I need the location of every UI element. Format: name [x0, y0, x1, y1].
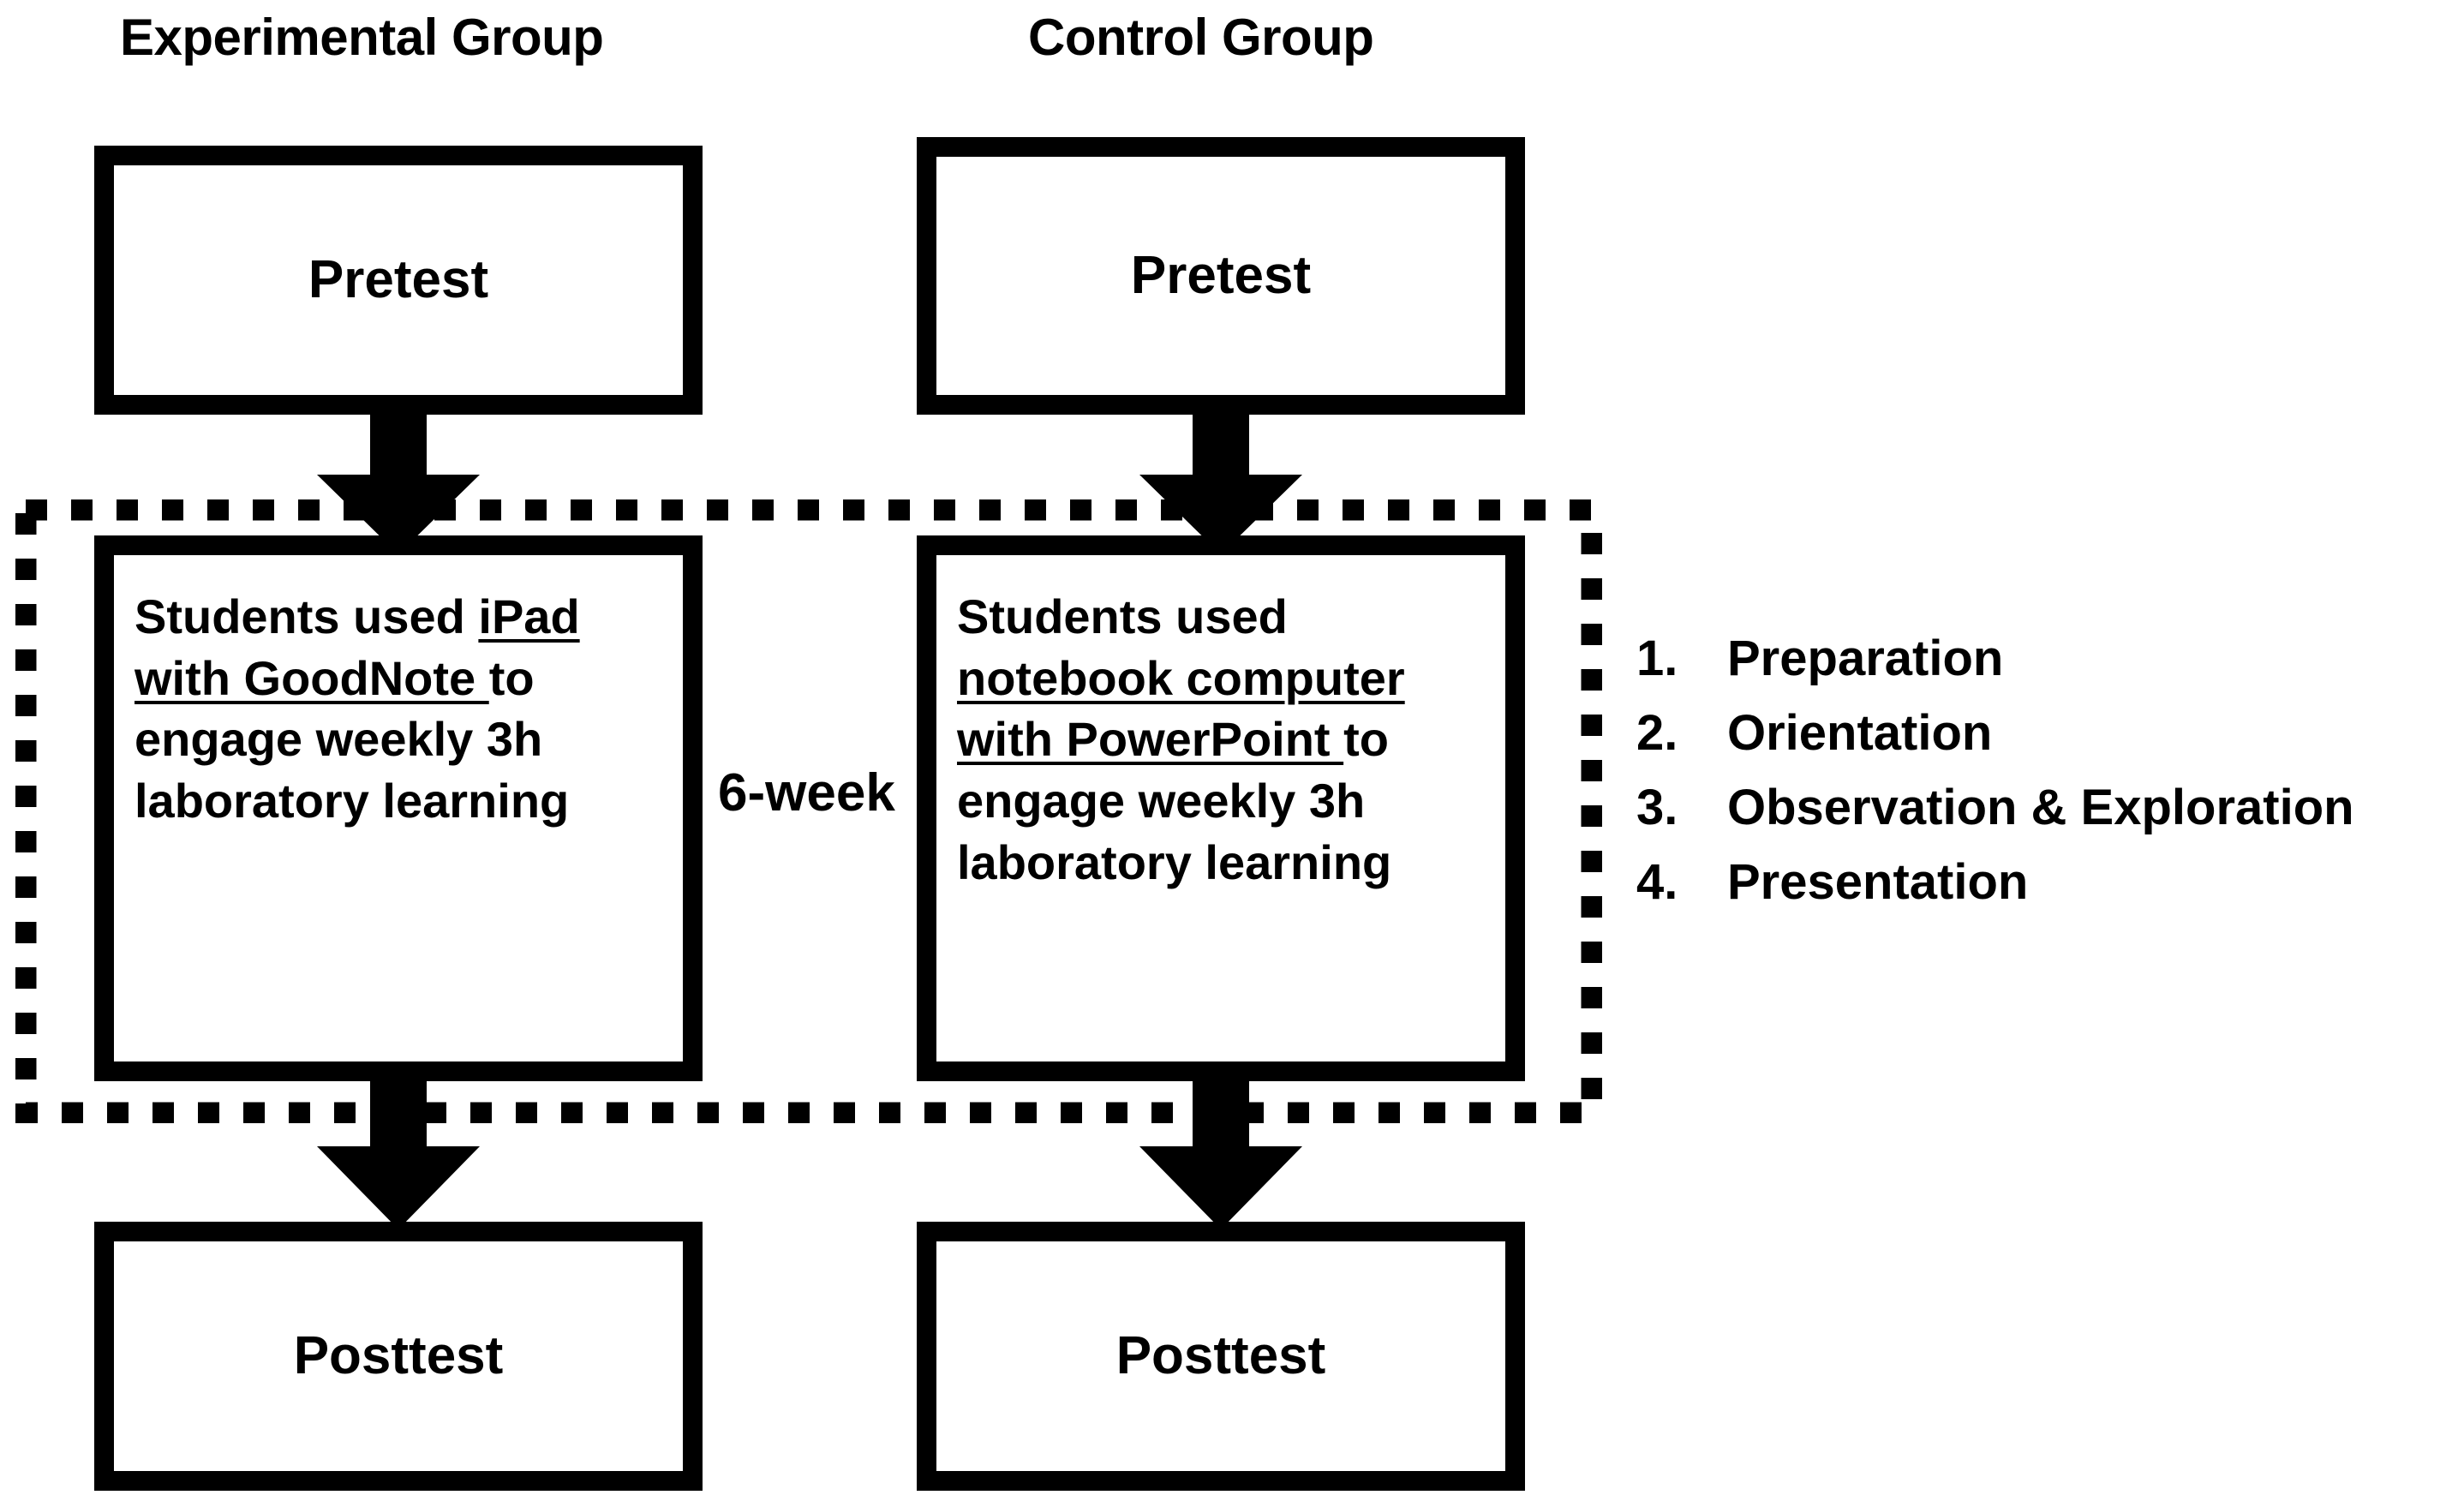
- down-arrow-icon-experimental-treatment-to-posttest: [317, 1062, 480, 1229]
- phase-label-1: Preparation: [1727, 631, 2004, 686]
- treatment-box-control: Students used notebook computer with Pow…: [917, 535, 1525, 1081]
- down-arrow-icon-control-pretest-to-treatment: [1139, 396, 1302, 554]
- pretest-box-control: Pretest: [917, 137, 1525, 415]
- phase-label-4: Presentation: [1727, 854, 2029, 910]
- phase-number-4: 4.: [1636, 854, 1678, 910]
- treatment-ctl-line1-plain: Students used: [957, 589, 1288, 643]
- list-item: 2. Orientation: [1636, 709, 2442, 758]
- phase-number-3: 3.: [1636, 780, 1678, 835]
- treatment-ctl-line3-plain: to: [1343, 712, 1389, 767]
- posttest-label-experimental: Posttest: [293, 1326, 504, 1386]
- phase-label-2: Orientation: [1727, 705, 1993, 761]
- down-arrow-icon-experimental-pretest-to-treatment: [317, 396, 480, 554]
- treatment-ctl-line3-underlined: with PowerPoint: [957, 712, 1344, 767]
- treatment-box-experimental: Students used iPad with GoodNote to enga…: [94, 535, 703, 1081]
- posttest-box-experimental: Posttest: [94, 1222, 703, 1491]
- dashed-boundary-icon: [15, 499, 1602, 1123]
- duration-label: 6-week: [718, 763, 895, 822]
- treatment-ctl-line5: laboratory learning: [957, 834, 1392, 889]
- posttest-label-control: Posttest: [1115, 1326, 1326, 1386]
- phase-label-3: Observation & Exploration: [1727, 780, 2354, 835]
- pretest-label-experimental: Pretest: [308, 250, 489, 310]
- posttest-box-control: Posttest: [917, 1222, 1525, 1491]
- treatment-text-control: Students used notebook computer with Pow…: [957, 586, 1485, 893]
- treatment-ctl-line2-underlined: notebook computer: [957, 650, 1405, 705]
- treatment-exp-line4: laboratory learning: [135, 774, 570, 828]
- list-item: 1. Preparation: [1636, 634, 2442, 684]
- column-title-control: Control Group: [1028, 9, 1374, 66]
- treatment-exp-line2-underlined: with GoodNote: [135, 650, 489, 705]
- pretest-label-control: Pretest: [1130, 246, 1312, 306]
- treatment-text-experimental: Students used iPad with GoodNote to enga…: [135, 586, 662, 832]
- pretest-box-experimental: Pretest: [94, 146, 703, 415]
- treatment-ctl-line4: engage weekly 3h: [957, 774, 1366, 828]
- treatment-exp-line2-plain: to: [488, 650, 535, 705]
- list-item: 3. Observation & Exploration: [1636, 783, 2442, 833]
- list-item: 4. Presentation: [1636, 858, 2442, 907]
- treatment-exp-line1-underlined: iPad: [478, 589, 580, 643]
- phase-number-1: 1.: [1636, 631, 1678, 686]
- phase-number-2: 2.: [1636, 705, 1678, 761]
- treatment-exp-line1-plain: Students used: [135, 589, 479, 643]
- treatment-exp-line3: engage weekly 3h: [135, 712, 543, 767]
- down-arrow-icon-control-treatment-to-posttest: [1139, 1062, 1302, 1229]
- phase-list: 1. Preparation 2. Orientation 3. Observa…: [1636, 634, 2442, 932]
- column-title-experimental: Experimental Group: [120, 9, 604, 66]
